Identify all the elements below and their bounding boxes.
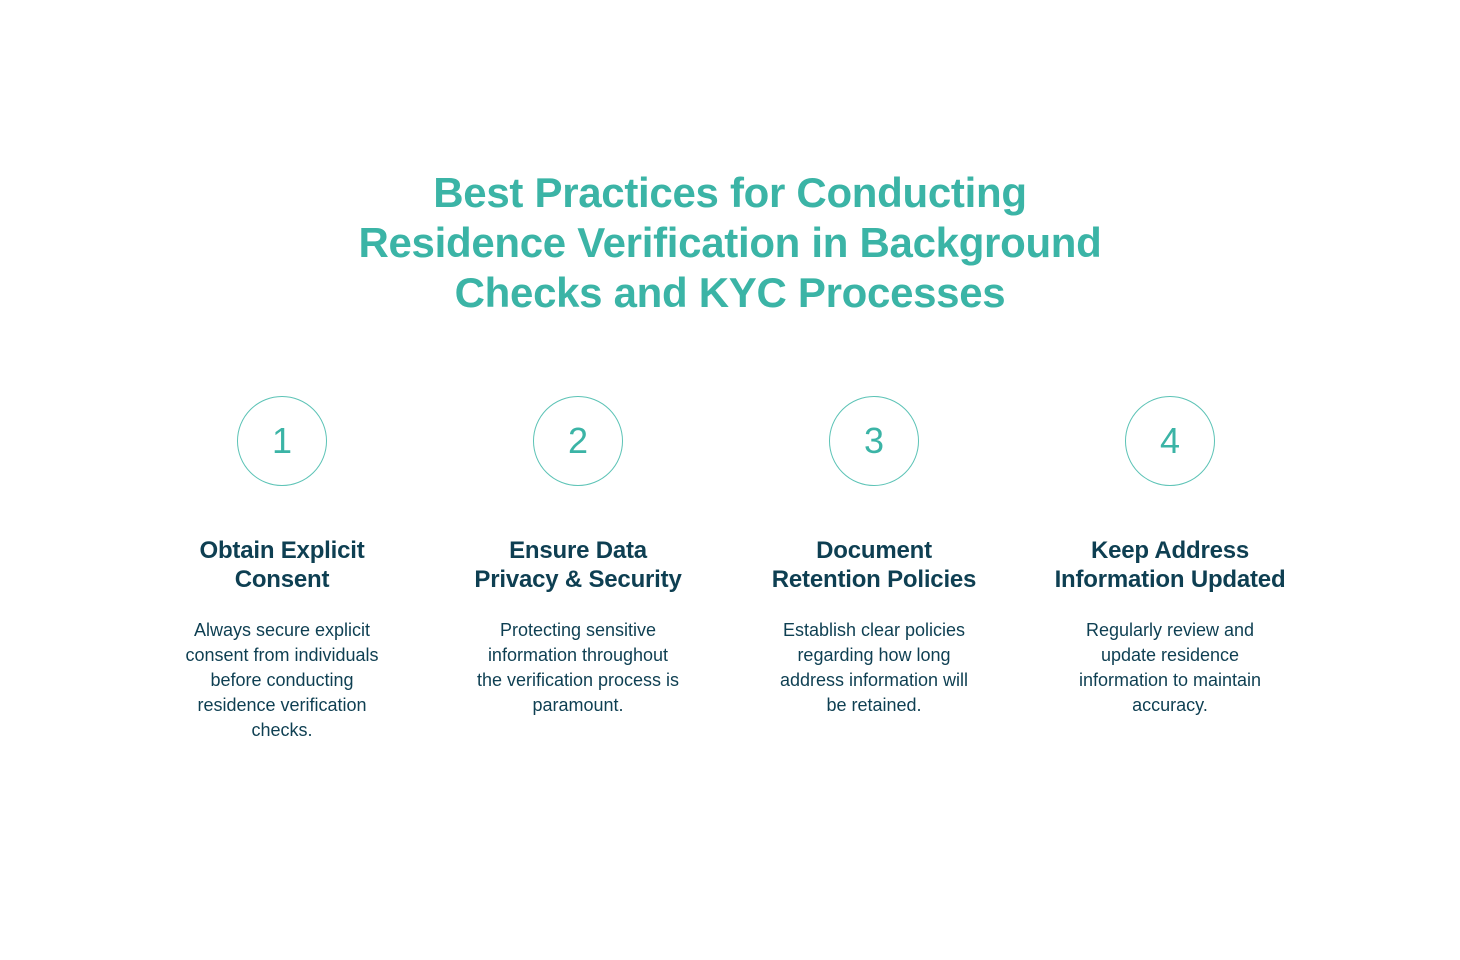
step-number: 4 (1159, 420, 1181, 461)
step-description-line: accuracy. (1132, 695, 1208, 715)
step-1: 1 Obtain Explicit Consent Always secure … (137, 396, 427, 743)
step-description-line: be retained. (826, 695, 922, 715)
step-number-circle: 1 (237, 396, 327, 486)
step-description-line: Protecting sensitive (499, 620, 657, 640)
step-description: Regularly review and update residence in… (1025, 618, 1315, 718)
step-description-line: the verification process is (476, 670, 680, 690)
step-description-line: Regularly review and (1085, 620, 1255, 640)
title-line: Residence Verification in Background (358, 219, 1102, 266)
step-description-line: Establish clear policies (782, 620, 966, 640)
step-number: 3 (863, 420, 885, 461)
step-description-line: update residence (1100, 645, 1240, 665)
step-number-circle: 2 (533, 396, 623, 486)
step-description-line: Always secure explicit (193, 620, 371, 640)
step-description-line: regarding how long (797, 645, 951, 665)
step-description-line: information to maintain (1078, 670, 1262, 690)
step-heading: Document Retention Policies (729, 536, 1019, 594)
step-heading-line: Ensure Data (509, 537, 647, 564)
step-description: Establish clear policies regarding how l… (729, 618, 1019, 718)
step-description-line: information throughout (487, 645, 669, 665)
step-heading-line: Document (816, 537, 932, 564)
step-2: 2 Ensure Data Privacy & Security Protect… (433, 396, 723, 718)
step-description-line: before conducting (210, 670, 354, 690)
step-description-line: consent from individuals (185, 645, 379, 665)
step-number: 2 (567, 420, 589, 461)
step-description: Always secure explicit consent from indi… (137, 618, 427, 743)
step-heading-line: Information Updated (1054, 566, 1286, 593)
step-4: 4 Keep Address Information Updated Regul… (1025, 396, 1315, 718)
step-heading: Obtain Explicit Consent (137, 536, 427, 594)
page-title: Best Practices for Conducting Residence … (0, 168, 1460, 318)
step-heading-line: Retention Policies (771, 566, 977, 593)
step-heading-line: Privacy & Security (474, 566, 682, 593)
step-heading: Keep Address Information Updated (1025, 536, 1315, 594)
step-heading-line: Obtain Explicit (199, 537, 365, 564)
step-number-circle: 4 (1125, 396, 1215, 486)
step-number: 1 (271, 420, 293, 461)
step-heading-line: Consent (234, 566, 330, 593)
step-description-line: checks. (251, 720, 313, 740)
step-number-circle: 3 (829, 396, 919, 486)
step-3: 3 Document Retention Policies Establish … (729, 396, 1019, 718)
step-description-line: residence verification (197, 695, 367, 715)
title-line: Checks and KYC Processes (454, 269, 1006, 316)
step-description-line: address information will (779, 670, 969, 690)
title-line: Best Practices for Conducting (433, 169, 1027, 216)
step-heading: Ensure Data Privacy & Security (433, 536, 723, 594)
step-description-line: paramount. (532, 695, 624, 715)
step-description: Protecting sensitive information through… (433, 618, 723, 718)
step-heading-line: Keep Address (1090, 537, 1250, 564)
